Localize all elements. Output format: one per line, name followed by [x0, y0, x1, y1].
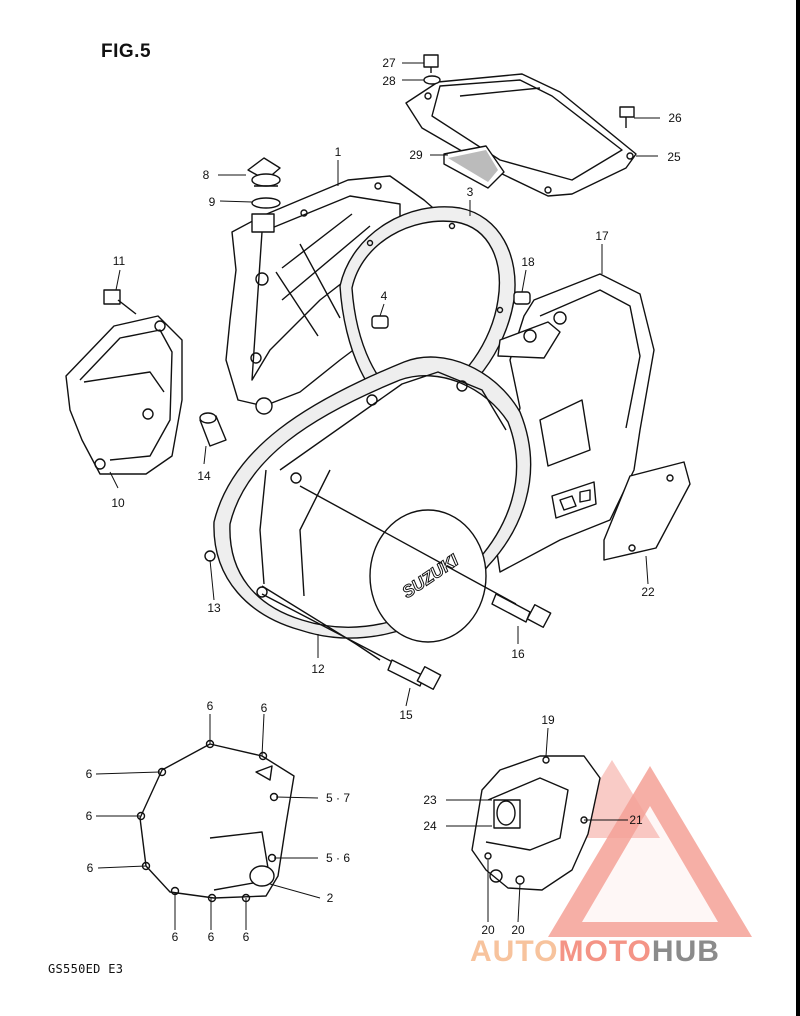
callout-19: 19: [541, 713, 555, 727]
part-3-gasket: [339, 206, 516, 413]
watermark-part-3: HUB: [651, 935, 720, 968]
part-11-bolt: [103, 289, 137, 315]
watermark-part-2: MOTO: [558, 935, 652, 968]
figure-model-code: GS550ED E3: [48, 962, 124, 976]
part-25-top-cover: [405, 73, 637, 197]
callout-25: 25: [667, 150, 681, 164]
part-10-small-cover: [65, 315, 183, 475]
part-2-engine-cover-outline: [136, 739, 295, 903]
callout-6-e: 6: [87, 861, 94, 875]
leader-lines: [95, 62, 660, 930]
callout-20-a: 20: [481, 923, 495, 937]
callout-11: 11: [113, 254, 126, 268]
callout-6-b: 6: [261, 701, 268, 715]
callout-12: 12: [311, 662, 325, 676]
callout-22: 22: [641, 585, 655, 599]
callout-17: 17: [595, 229, 609, 243]
callout-24: 24: [423, 819, 437, 833]
callout-1: 1: [335, 145, 342, 159]
part-18-dowel-pin: [513, 291, 531, 305]
callout-28: 28: [382, 74, 396, 88]
part-16-bolt: [299, 485, 552, 628]
callout-labels: 27 28 26 25 29 8 9 1 3 17 18 4 11 10 14 …: [86, 56, 682, 944]
part-26-bolt: [619, 106, 635, 128]
part-22-cover-plate: [603, 461, 691, 561]
figure-title: FIG.5: [101, 41, 152, 62]
callout-23: 23: [423, 793, 437, 807]
callout-29: 29: [409, 148, 423, 162]
callout-2: 2: [327, 891, 334, 905]
part-14-dowel-pin: [199, 412, 227, 447]
callout-21: 21: [629, 813, 643, 827]
part-4-dowel-pin: [371, 315, 389, 329]
watermark-text: AUTOMOTOHUB: [470, 935, 720, 969]
callout-20-b: 20: [511, 923, 525, 937]
callout-6-c: 6: [86, 767, 93, 781]
part-27-bolt: [423, 54, 439, 73]
callout-5-6: 5 · 6: [326, 851, 350, 865]
callout-26: 26: [668, 111, 682, 125]
callout-6-g: 6: [208, 930, 215, 944]
callout-14: 14: [197, 469, 211, 483]
part-9-o-ring: [251, 197, 281, 209]
callout-6-d: 6: [86, 809, 93, 823]
callout-16: 16: [511, 647, 525, 661]
part-19-sprocket-cover: [471, 755, 601, 891]
part-15-bolt: [261, 593, 442, 690]
part-17-side-cover: [491, 273, 655, 573]
callout-10: 10: [111, 496, 125, 510]
callout-15: 15: [399, 708, 413, 722]
callout-4: 4: [381, 289, 388, 303]
callout-6-f: 6: [172, 930, 179, 944]
part-8-oil-filler-cap: [247, 157, 281, 187]
callout-3: 3: [467, 185, 474, 199]
callout-13: 13: [207, 601, 221, 615]
callout-6-h: 6: [243, 930, 250, 944]
callout-9: 9: [209, 195, 216, 209]
callout-18: 18: [521, 255, 535, 269]
callout-8: 8: [203, 168, 210, 182]
callout-6-a: 6: [207, 699, 214, 713]
part-28-washer: [423, 75, 441, 85]
right-edge-bar: [796, 0, 800, 1016]
watermark-part-1: AUTO: [470, 935, 559, 968]
part-12-generator-cover: [204, 371, 518, 661]
callout-5-7: 5 · 7: [326, 791, 350, 805]
part-29-gasket-strip: [443, 145, 505, 189]
callout-27: 27: [382, 56, 396, 70]
